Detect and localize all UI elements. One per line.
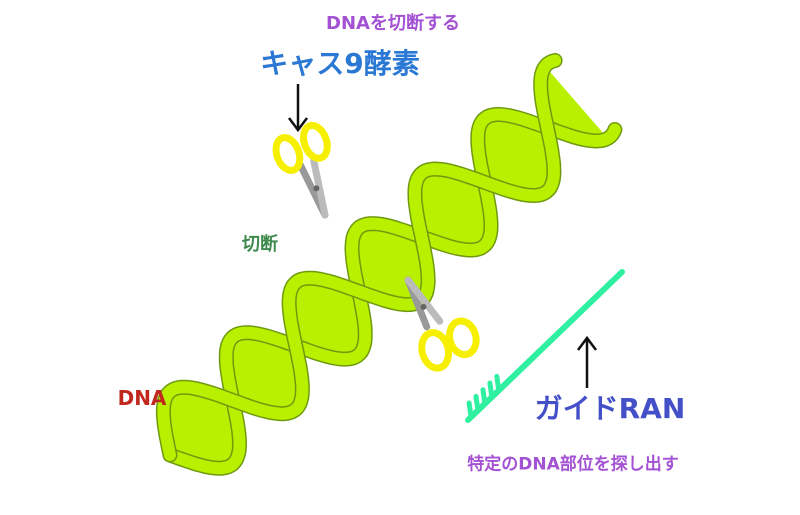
cas9-enzyme-label: キャス9酵素	[260, 47, 420, 80]
base-pair-rung	[413, 190, 467, 252]
base-pair-rung	[162, 398, 226, 470]
base-pair-rung	[311, 276, 368, 340]
base-pair-rung	[539, 77, 597, 143]
guide-rna-label: ガイドRAN	[534, 392, 686, 425]
base-pair-rung	[161, 404, 220, 470]
base-pair-rung	[414, 178, 479, 252]
base-pair-rung	[305, 276, 367, 346]
base-pair-rung	[482, 117, 550, 193]
base-pair-rung	[225, 344, 288, 416]
cut-dna-caption: DNAを切断する	[326, 13, 460, 34]
base-pair-rung	[292, 282, 359, 358]
guide-rna-base	[473, 393, 481, 413]
scissors-icon	[404, 276, 480, 372]
base-pair-rung	[367, 222, 430, 292]
base-pair-rung	[250, 331, 305, 393]
cut-label: 切断	[242, 234, 278, 255]
base-pair-rung	[233, 333, 300, 409]
base-pair-rung	[362, 223, 428, 297]
base-pair-rung	[164, 393, 231, 469]
base-pair-rung	[424, 168, 490, 244]
base-pair-rung	[540, 71, 603, 143]
base-pair-rung	[350, 237, 412, 307]
base-pair-rung	[182, 385, 241, 453]
base-pair-rung	[243, 331, 304, 399]
guide-rna-base	[494, 373, 502, 393]
base-pair-rung	[287, 297, 344, 361]
base-pair-rung	[476, 130, 535, 198]
base-pair-rung	[429, 167, 492, 239]
base-pair-rung	[413, 184, 473, 252]
guide-rna-strand	[465, 269, 625, 423]
base-pair-rung	[167, 390, 235, 466]
base-pair-rung	[491, 113, 555, 185]
base-pair-rung	[300, 277, 365, 351]
base-pair-rung	[227, 339, 293, 415]
base-pair-rung	[171, 387, 238, 463]
find-site-caption: 特定のDNA部位を探し出す	[467, 454, 679, 475]
base-pair-rung	[288, 291, 350, 361]
base-pair-rung	[541, 66, 608, 142]
dna-strand	[157, 54, 562, 461]
base-pair-rung	[477, 125, 541, 197]
dna-strand	[164, 108, 621, 475]
dna-double-helix	[155, 53, 623, 476]
arrow-down-to-scissors	[288, 84, 308, 133]
scissors-icon	[272, 121, 331, 219]
base-pair-rung	[176, 386, 240, 458]
base-pair-rung	[289, 286, 355, 360]
guide-rna-base	[487, 380, 495, 400]
base-pair-rung	[295, 279, 363, 355]
base-pair-rung	[417, 174, 484, 250]
base-pair-rung	[496, 112, 556, 180]
guide-rna-base	[466, 400, 474, 420]
base-pair-rung	[479, 120, 546, 196]
base-pair-rung	[224, 350, 282, 416]
base-pair-rung	[230, 336, 297, 412]
dna-label: DNA	[117, 386, 167, 410]
base-pair-rung	[373, 222, 430, 286]
base-pair-rung	[420, 171, 487, 247]
arrow-up-to-guide-rna	[577, 335, 597, 388]
base-pair-rung	[350, 244, 405, 306]
base-pair-rung	[486, 114, 553, 190]
guide-rna-base	[480, 387, 488, 407]
base-pair-rung	[238, 331, 303, 405]
base-pair-rung	[435, 167, 493, 233]
base-pair-rung	[188, 386, 242, 446]
base-pair-rung	[352, 232, 417, 306]
